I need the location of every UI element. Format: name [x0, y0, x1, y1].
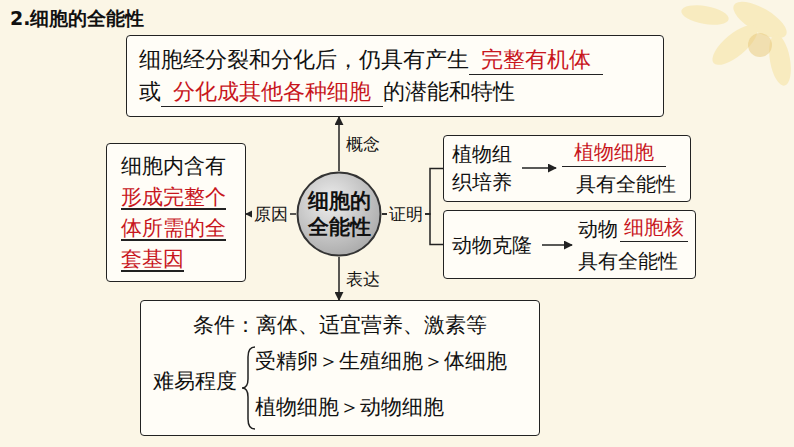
node-text: 植物细胞 [562, 138, 666, 167]
edge-label: 证明 [387, 204, 425, 224]
connector [338, 257, 340, 300]
node-text: 细胞经分裂和分化后，仍具有产生 [139, 47, 469, 72]
node-text: 植物组织培养 [452, 140, 514, 196]
expression-box: 条件：离体、适宜营养、激素等难易程度受精卵＞生殖细胞＞体细胞植物细胞＞动物细胞 [140, 300, 540, 436]
reason-box: 细胞内含有形成完整个体所需的全套基因 [106, 143, 246, 282]
edge-label: 表达 [344, 269, 382, 289]
node-text: 受精卵＞生殖细胞＞体细胞 [255, 347, 507, 375]
node-text: 或 [139, 79, 161, 104]
circle-outline [296, 171, 382, 257]
node-text: 的潜能和特性 [383, 79, 515, 104]
slide-title: 2.细胞的全能性 [10, 6, 144, 32]
center-circle: 细胞的全能性 [296, 171, 382, 257]
animal-proof-box: 动物克隆 动物细胞核具有全能性 [443, 210, 696, 279]
node-text: 细胞核 [620, 213, 688, 242]
node-text: 具有全能性 [578, 247, 678, 275]
node-text: 植物细胞＞动物细胞 [255, 393, 444, 421]
node-text: 动物克隆 [452, 231, 532, 259]
node-text: 条件：离体、适宜营养、激素等 [141, 311, 539, 339]
concept-box: 细胞经分裂和分化后，仍具有产生完整有机体或分化成其他各种细胞的潜能和特性 [126, 35, 664, 117]
node-text: 细胞内含有 [121, 154, 226, 178]
node-text: 具有全能性 [576, 170, 676, 198]
connector [338, 117, 340, 171]
node-text: 细胞的全能性 [306, 188, 371, 240]
node-text: 分化成其他各种细胞 [161, 78, 383, 107]
edge-label: 原因 [252, 204, 290, 224]
node-text: 动物 [578, 215, 618, 243]
node-text: 完整有机体 [469, 46, 603, 75]
node-text: 形成完整个体所需的全套基因 [121, 182, 226, 275]
plant-proof-box: 植物组织培养 植物细胞具有全能性 [443, 135, 691, 202]
edge-label: 概念 [344, 134, 382, 154]
node-text: 难易程度 [153, 367, 237, 395]
